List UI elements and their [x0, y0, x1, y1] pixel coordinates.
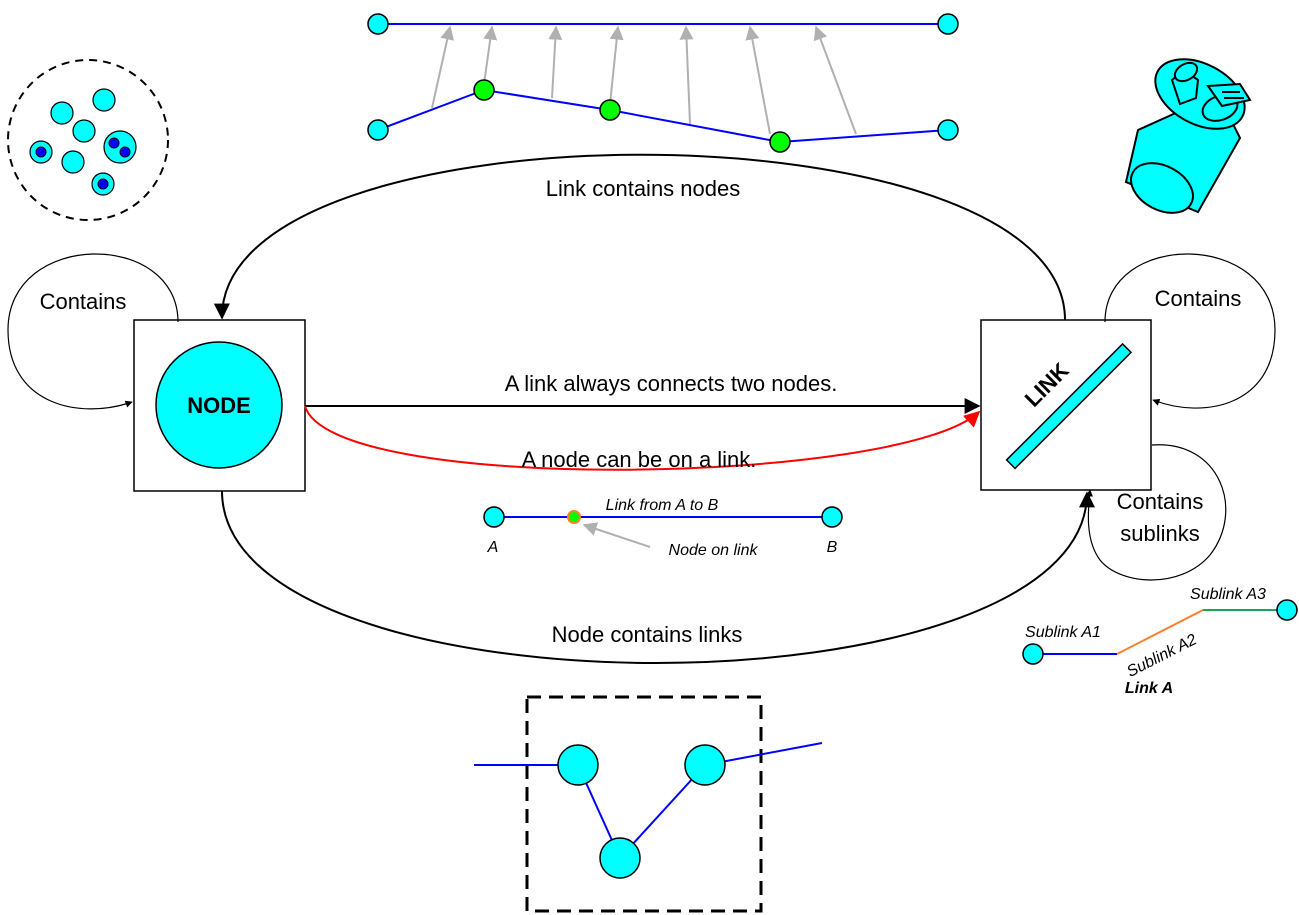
on-link-node-2	[599, 99, 621, 121]
node-on-link-small-label: Node on link	[669, 542, 759, 559]
node-contains-links-illustration	[474, 695, 823, 913]
node-contains-nodes-illustration	[7, 59, 169, 221]
node-contains-links-label: Node contains links	[552, 622, 743, 647]
bent-end-node-right	[937, 119, 959, 141]
node-on-link-curve	[304, 405, 981, 471]
top-end-node-right	[937, 13, 959, 35]
link-contains-nodes-illustration	[367, 13, 959, 153]
link-self-loop	[1104, 253, 1276, 409]
cylinder-icon	[1124, 58, 1252, 214]
link-from-a-to-b-label: Link from A to B	[606, 497, 719, 514]
contains-sublinks-label-2: sublinks	[1120, 521, 1199, 546]
node-contains-label: Contains	[40, 289, 127, 314]
inner-node-1	[557, 744, 599, 786]
on-link-node-3	[769, 131, 791, 153]
dashed-container-circle	[7, 59, 169, 221]
node-b	[821, 506, 843, 528]
sublink-a3-label: Sublink A3	[1190, 586, 1266, 603]
node-on-link-dot	[567, 510, 581, 524]
node-on-link-label: A node can be on a link.	[522, 447, 757, 472]
node-box: NODE	[133, 319, 306, 492]
node-box-label: NODE	[187, 393, 251, 418]
end-a-label: A	[487, 539, 499, 556]
node-a	[483, 506, 505, 528]
node-self-loop	[7, 253, 179, 410]
contains-sublinks-label-1: Contains	[1117, 489, 1204, 514]
end-b-label: B	[827, 539, 838, 556]
sublinks-illustration: Sublink A1 Sublink A2 Sublink A3 Link A	[1022, 586, 1298, 697]
on-link-node-1	[473, 79, 495, 101]
sublink-end-node	[1276, 599, 1298, 621]
projection-arrows	[431, 25, 857, 135]
link-a-to-b-illustration: Link from A to B Node on link A B	[483, 497, 843, 559]
sublink-start-node	[1022, 643, 1044, 665]
sublink-a1-label: Sublink A1	[1025, 624, 1101, 641]
inner-node-3	[599, 837, 641, 879]
link-a-label: Link A	[1125, 680, 1173, 697]
top-bent-link	[377, 88, 949, 144]
dashed-container-box	[525, 695, 763, 913]
link-contains-nodes-label: Link contains nodes	[546, 176, 740, 201]
link-contains-nodes-arc	[213, 153, 1066, 321]
link-bar-icon	[1005, 342, 1133, 470]
node-contains-links-arc	[221, 490, 1095, 664]
node-circle	[155, 341, 283, 469]
top-end-node-left	[367, 13, 389, 35]
link-contains-label: Contains	[1155, 286, 1242, 311]
link-connects-label: A link always connects two nodes.	[505, 371, 838, 396]
sublink-self-loop	[1085, 444, 1227, 581]
bent-end-node-left	[367, 119, 389, 141]
sublink-a2-label: Sublink A2	[1124, 631, 1199, 681]
inner-node-2	[684, 744, 726, 786]
sublink-a2-line	[1116, 609, 1204, 655]
link-box: LINK	[980, 319, 1152, 491]
